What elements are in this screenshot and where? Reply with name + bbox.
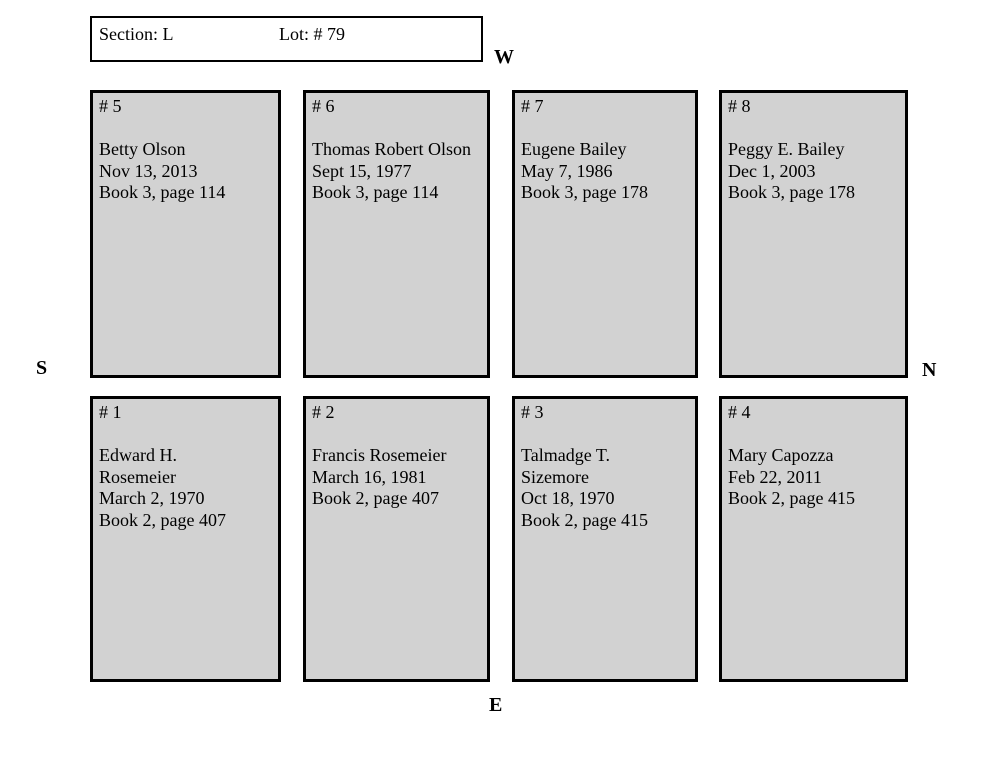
plot-occupant-name: Mary Capozza [728,445,834,465]
plot-book-reference: Book 2, page 407 [312,488,439,508]
compass-west-label: W [494,46,514,68]
plot-occupant-name: Francis Rosemeier [312,445,447,465]
plot-number: # 2 [312,402,335,422]
grave-plot-6: # 6 Thomas Robert Olson Sept 15, 1977 Bo… [303,90,490,378]
grave-plot-5: # 5 Betty Olson Nov 13, 2013 Book 3, pag… [90,90,281,378]
plot-number: # 1 [99,402,122,422]
lot-info-box: Section: L Lot: # 79 [90,16,483,62]
section-label: Section: L [99,24,174,44]
grave-plot-1: # 1 Edward H. Rosemeier March 2, 1970 Bo… [90,396,281,682]
grave-plot-4: # 4 Mary Capozza Feb 22, 2011 Book 2, pa… [719,396,908,682]
plot-burial-date: Sept 15, 1977 [312,160,412,181]
plot-book-reference: Book 3, page 114 [312,182,439,202]
compass-north-label: N [922,359,937,381]
grave-plot-2: # 2 Francis Rosemeier March 16, 1981 Boo… [303,396,490,682]
plot-book-reference: Book 2, page 407 [99,509,226,530]
plot-book-reference: Book 2, page 415 [728,488,855,508]
plot-burial-date: March 2, 1970 [99,488,205,508]
plot-burial-date: Dec 1, 2003 [728,160,816,181]
plot-number: # 3 [521,402,544,422]
plot-book-reference: Book 3, page 178 [521,182,648,202]
compass-south-label: S [36,357,48,379]
plot-number: # 6 [312,96,335,116]
plot-occupant-name: Betty Olson [99,139,186,159]
plot-number: # 4 [728,402,751,422]
plot-occupant-name: Talmadge T. [521,445,611,465]
lot-number-label: Lot: # 79 [279,24,345,44]
plot-burial-date: March 16, 1981 [312,466,427,487]
plot-burial-date: Nov 13, 2013 [99,160,198,181]
plot-number: # 5 [99,96,122,116]
plot-book-reference: Book 3, page 114 [99,182,226,202]
plot-occupant-name-line-2: Rosemeier [99,466,176,487]
plot-burial-date: Oct 18, 1970 [521,488,615,508]
compass-east-label: E [489,694,503,716]
grave-plot-7: # 7 Eugene Bailey May 7, 1986 Book 3, pa… [512,90,698,378]
plot-burial-date: May 7, 1986 [521,160,613,181]
plot-number: # 8 [728,96,751,116]
plot-occupant-name: Eugene Bailey [521,139,627,159]
plot-occupant-name: Edward H. [99,445,177,465]
plot-number: # 7 [521,96,544,116]
plot-book-reference: Book 3, page 178 [728,182,855,202]
plot-book-reference: Book 2, page 415 [521,509,648,530]
plot-occupant-name-line-2: Sizemore [521,466,589,487]
plot-occupant-name: Thomas Robert Olson [312,139,471,159]
plot-occupant-name: Peggy E. Bailey [728,139,845,159]
grave-plot-3: # 3 Talmadge T. Sizemore Oct 18, 1970 Bo… [512,396,698,682]
plot-burial-date: Feb 22, 2011 [728,466,822,487]
grave-plot-8: # 8 Peggy E. Bailey Dec 1, 2003 Book 3, … [719,90,908,378]
